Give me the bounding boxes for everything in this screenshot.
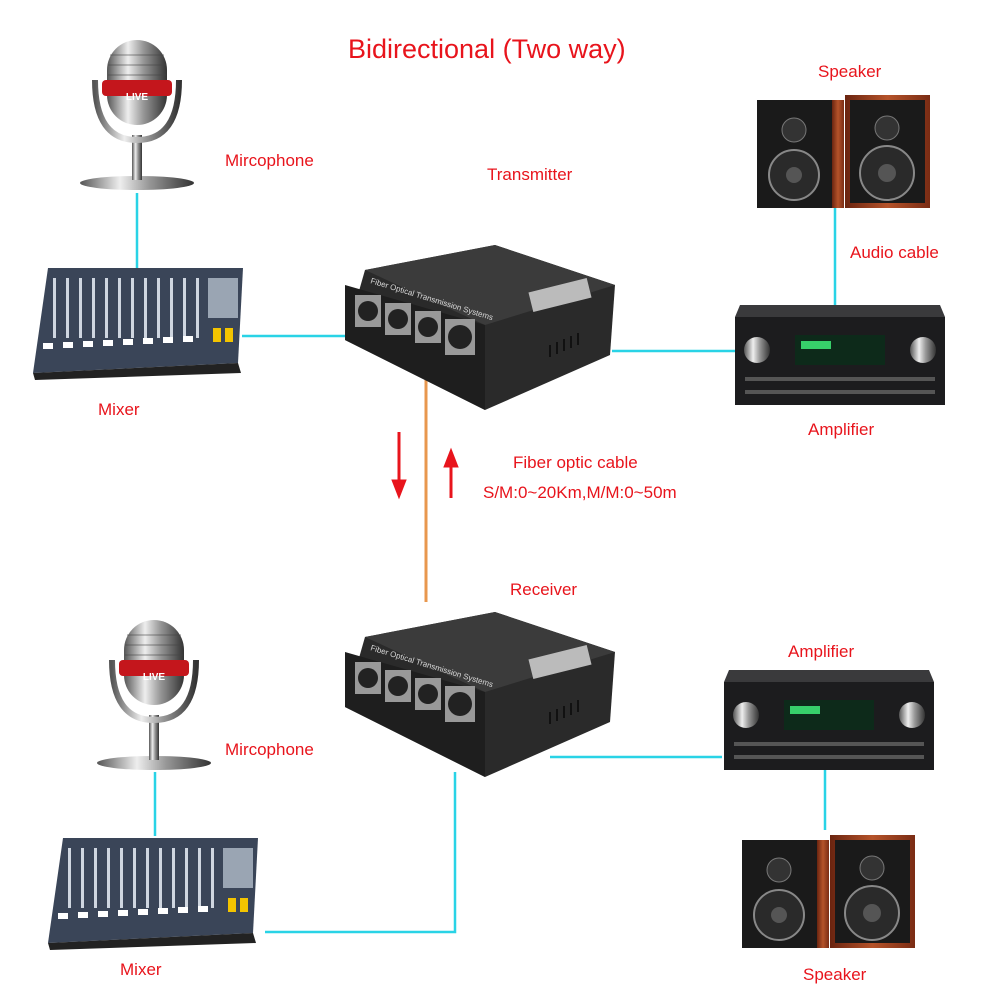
amplifier-label-bottom: Amplifier	[788, 642, 855, 661]
mic-badge-bottom: LIVE	[143, 672, 166, 683]
fiber-cable-label: Fiber optic cable	[513, 453, 638, 472]
fiber-cable-spec: S/M:0~20Km,M/M:0~50m	[483, 483, 677, 502]
receiver-device	[344, 611, 616, 778]
audio-cable-label: Audio cable	[850, 243, 939, 262]
transmitter-device	[344, 244, 616, 411]
mic-badge-top: LIVE	[126, 92, 149, 103]
mixer-label-bottom: Mixer	[120, 960, 162, 979]
microphone-bottom	[97, 620, 211, 770]
arrow-up-icon	[443, 447, 459, 498]
speakers-bottom	[741, 834, 916, 949]
arrow-down-icon	[391, 432, 407, 500]
amplifier-bottom	[724, 670, 934, 770]
audio-cables	[135, 193, 837, 934]
amplifier-top	[735, 305, 945, 405]
speakers-top	[756, 94, 931, 209]
amplifier-label-top: Amplifier	[808, 420, 875, 439]
direction-arrows	[391, 432, 459, 500]
cable-mixer-receiver	[265, 772, 457, 934]
speaker-label-bottom: Speaker	[803, 965, 867, 984]
transmitter-label: Transmitter	[487, 165, 573, 184]
receiver-label: Receiver	[510, 580, 578, 599]
microphone-label-top: Mircophone	[225, 151, 314, 170]
microphone-label-bottom: Mircophone	[225, 740, 314, 759]
mixer-bottom	[48, 838, 258, 950]
microphone-top	[80, 40, 194, 190]
mixer-top	[33, 268, 243, 380]
diagram-title: Bidirectional (Two way)	[348, 34, 626, 64]
speaker-label-top: Speaker	[818, 62, 882, 81]
mixer-label-top: Mixer	[98, 400, 140, 419]
